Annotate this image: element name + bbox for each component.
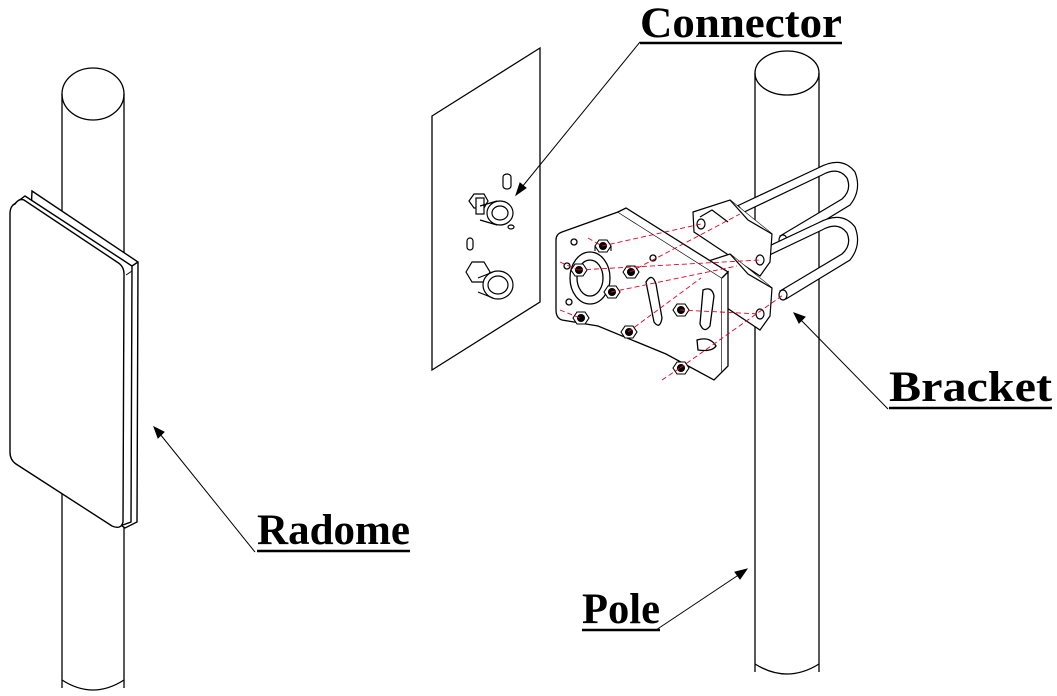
assembly-guide-lines — [559, 213, 784, 381]
radome-label: Radome — [257, 507, 410, 554]
pole-label: Pole — [582, 586, 660, 633]
right-pole — [754, 50, 820, 675]
n-type-connectors — [465, 173, 515, 300]
connector-plate — [431, 46, 541, 372]
bracket-plate — [555, 207, 730, 381]
callout-pole: Pole — [582, 586, 660, 633]
radome-panel — [9, 189, 139, 529]
callout-leaders — [153, 41, 889, 631]
callout-connector: Connector — [640, 0, 842, 47]
bracket-arrowhead — [792, 312, 806, 324]
connector-arrowhead — [515, 182, 527, 197]
callout-bracket: Bracket — [889, 364, 1053, 411]
clamp-blocks — [692, 199, 773, 331]
bracket-label: Bracket — [889, 364, 1053, 411]
callout-radome: Radome — [257, 507, 410, 554]
pole-arrowhead — [734, 568, 749, 580]
radome-arrowhead — [153, 425, 165, 439]
connector-label: Connector — [640, 0, 842, 47]
